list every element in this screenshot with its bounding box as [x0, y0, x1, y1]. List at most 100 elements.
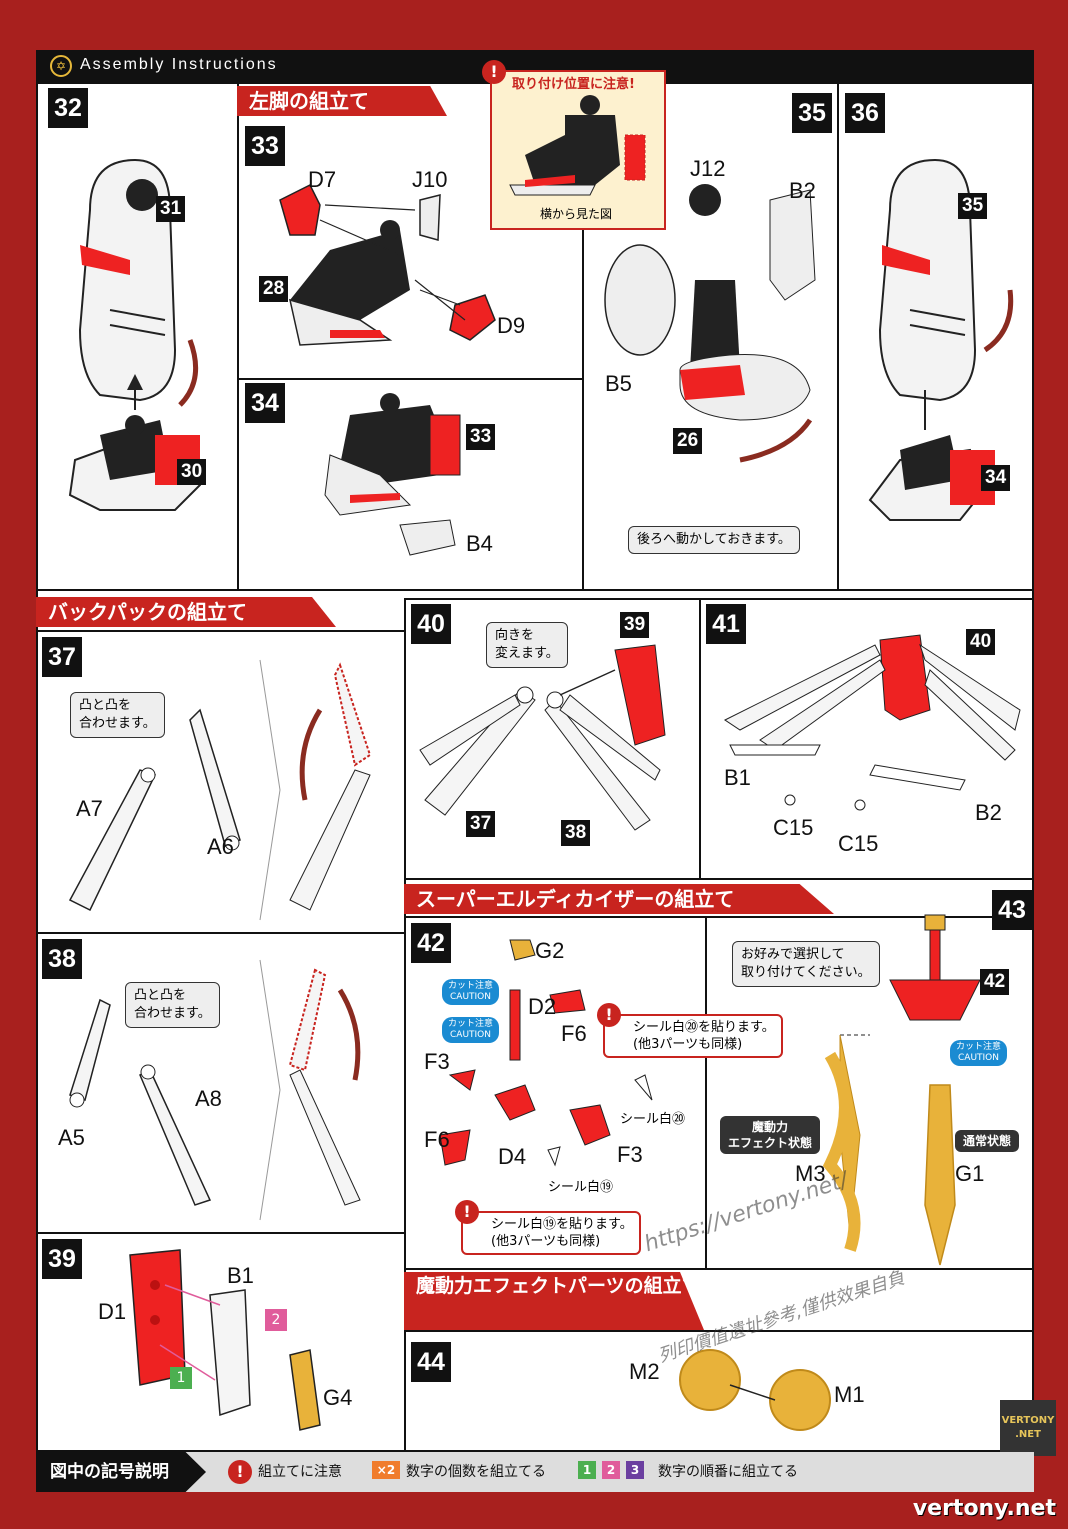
legend-item-caution: 組立てに注意 — [258, 1464, 342, 1480]
banner-magic-effect: 魔動力エフェクトパーツの組立て — [404, 1272, 704, 1330]
part-ref-35: 35 — [958, 193, 988, 219]
seal-19-label: シール白⑲ — [548, 1180, 614, 1195]
part-label-J10: J10 — [412, 167, 448, 192]
legend-order-3: 3 — [626, 1461, 644, 1479]
part-label-M3: M3 — [795, 1161, 826, 1186]
order-number-2: 2 — [265, 1309, 287, 1331]
part-ref-42: 42 — [980, 969, 1010, 995]
part-label-A7: A7 — [76, 796, 103, 821]
part-label-F3-a: F3 — [424, 1049, 450, 1074]
part-ref-34: 34 — [981, 465, 1011, 491]
part-label-G2: G2 — [535, 938, 565, 963]
seal-19-warning-icon: ! — [455, 1200, 479, 1224]
step-number-44: 44 — [411, 1342, 451, 1382]
illustration-step-40 — [419, 644, 666, 831]
illustration-leg-36 — [868, 158, 1014, 521]
illustration-leg-32 — [68, 158, 202, 511]
step-number-36: 36 — [845, 93, 885, 133]
part-label-D2: D2 — [528, 994, 557, 1019]
part-label-A5: A5 — [58, 1125, 85, 1150]
step-number-34: 34 — [245, 383, 285, 423]
step-number-42: 42 — [411, 923, 451, 963]
part-ref-38: 38 — [561, 820, 591, 846]
part-ref-30: 30 — [177, 459, 207, 485]
part-label-J12: J12 — [690, 156, 726, 181]
part-ref-28: 28 — [259, 276, 289, 302]
cut-caution-badge-3: カット注意 CAUTION — [950, 1040, 1008, 1066]
seal-20-warning-icon: ! — [597, 1003, 621, 1027]
legend-item-count: 数字の個数を組立てる — [406, 1464, 546, 1480]
part-ref-39: 39 — [620, 612, 650, 638]
part-label-D9: D9 — [497, 313, 526, 338]
legend-order-1: 1 — [578, 1461, 596, 1479]
part-label-M1: M1 — [834, 1382, 865, 1407]
part-ref-40: 40 — [966, 629, 996, 655]
step-number-40: 40 — [411, 604, 451, 644]
step-number-35: 35 — [792, 93, 832, 133]
part-label-B2: B2 — [789, 178, 816, 203]
legend-order-2: 2 — [602, 1461, 620, 1479]
part-label-B5: B5 — [605, 371, 632, 396]
illustration-step-35 — [604, 184, 816, 463]
part-label-C15-b: C15 — [838, 831, 879, 856]
step-number-37: 37 — [42, 637, 82, 677]
part-label-G1: G1 — [955, 1161, 985, 1186]
part-label-D1: D1 — [98, 1299, 127, 1324]
seal-19-note: シール白⑲を貼ります。 (他3パーツも同様) — [461, 1211, 641, 1255]
align-callout-38: 凸と凸を 合わせます。 — [125, 982, 220, 1028]
normal-state-label: 通常状態 — [955, 1130, 1020, 1152]
banner-left-leg: 左脚の組立て — [237, 86, 447, 116]
part-ref-26: 26 — [673, 428, 703, 454]
seal-20-label: シール白⑳ — [620, 1112, 686, 1127]
part-label-M2: M2 — [629, 1359, 660, 1384]
part-label-F6-a: F6 — [561, 1021, 587, 1046]
part-label-F6-b: F6 — [424, 1127, 450, 1152]
header-title: Assembly Instructions — [80, 56, 278, 73]
part-label-D4: D4 — [498, 1144, 527, 1169]
banner-super-eldy: スーパーエルディカイザーの組立て — [404, 884, 834, 914]
step-number-43: 43 — [992, 890, 1032, 930]
part-label-A6: A6 — [207, 834, 234, 859]
mount-position-note: 取り付け位置に注意! — [512, 77, 635, 92]
choose-callout: お好みで選択して 取り付けてください。 — [732, 941, 880, 987]
effect-state-label: 魔動力 エフェクト状態 — [720, 1116, 821, 1154]
side-view-caption: 横から見た図 — [540, 207, 613, 221]
legend-x2-badge: ×2 — [372, 1461, 400, 1479]
vertony-logo: VERTONY .NET — [1000, 1400, 1056, 1456]
part-label-G4: G4 — [323, 1385, 353, 1410]
step-number-39: 39 — [42, 1239, 82, 1279]
illustration-step-44 — [679, 1349, 831, 1431]
legend-warning-icon: ! — [228, 1460, 252, 1484]
move-back-callout: 後ろへ動かしておきます。 — [628, 526, 800, 554]
part-label-B1: B1 — [227, 1263, 254, 1288]
step-number-41: 41 — [706, 604, 746, 644]
step-number-33: 33 — [245, 126, 285, 166]
site-watermark: vertony.net — [912, 1496, 1056, 1521]
part-label-B1-41: B1 — [724, 765, 751, 790]
part-label-A8: A8 — [195, 1086, 222, 1111]
step-number-32: 32 — [48, 88, 88, 128]
part-label-B2-41: B2 — [975, 800, 1002, 825]
part-label-B4: B4 — [466, 531, 493, 556]
cut-caution-badge-1: カット注意 CAUTION — [442, 979, 500, 1005]
step-number-38: 38 — [42, 939, 82, 979]
legend-item-order: 数字の順番に組立てる — [658, 1464, 798, 1480]
order-number-1: 1 — [170, 1367, 192, 1389]
part-ref-33: 33 — [466, 424, 496, 450]
cut-caution-badge-2: カット注意 CAUTION — [442, 1017, 500, 1043]
illustration-step-41 — [724, 634, 1021, 811]
part-ref-31: 31 — [156, 196, 186, 222]
part-label-D7: D7 — [308, 167, 337, 192]
seal-20-note: シール白⑳を貼ります。 (他3パーツも同様) — [603, 1014, 783, 1058]
illustration-step-38 — [69, 959, 361, 1221]
part-ref-37: 37 — [466, 811, 496, 837]
illustration-step-43 — [822, 914, 981, 1266]
change-direction-callout: 向きを 変えます。 — [486, 622, 568, 668]
align-callout-37: 凸と凸を 合わせます。 — [70, 692, 165, 738]
legend-title: 図中の記号説明 — [36, 1452, 206, 1492]
illustration-step-42 — [439, 939, 653, 1167]
side-view-illustration — [509, 95, 646, 196]
illustration-step-34 — [324, 393, 461, 556]
star-emblem-icon: ✡ — [50, 55, 72, 77]
illustration-step-33 — [279, 183, 496, 346]
